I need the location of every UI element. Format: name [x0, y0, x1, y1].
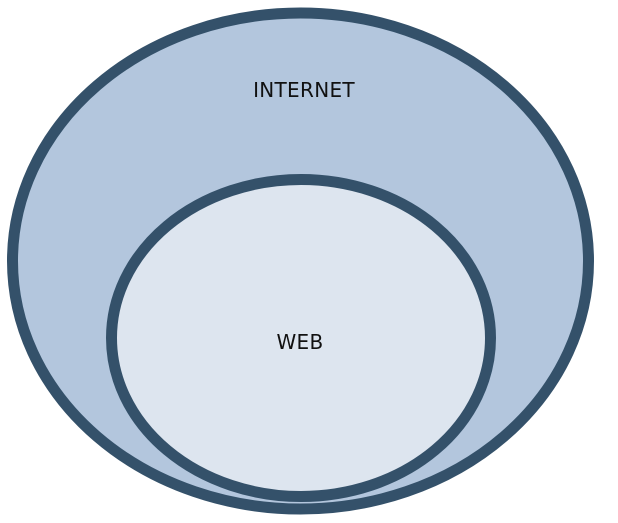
web-ellipse: [106, 174, 496, 502]
web-label: WEB: [276, 330, 324, 354]
internet-label: INTERNET: [253, 78, 355, 102]
